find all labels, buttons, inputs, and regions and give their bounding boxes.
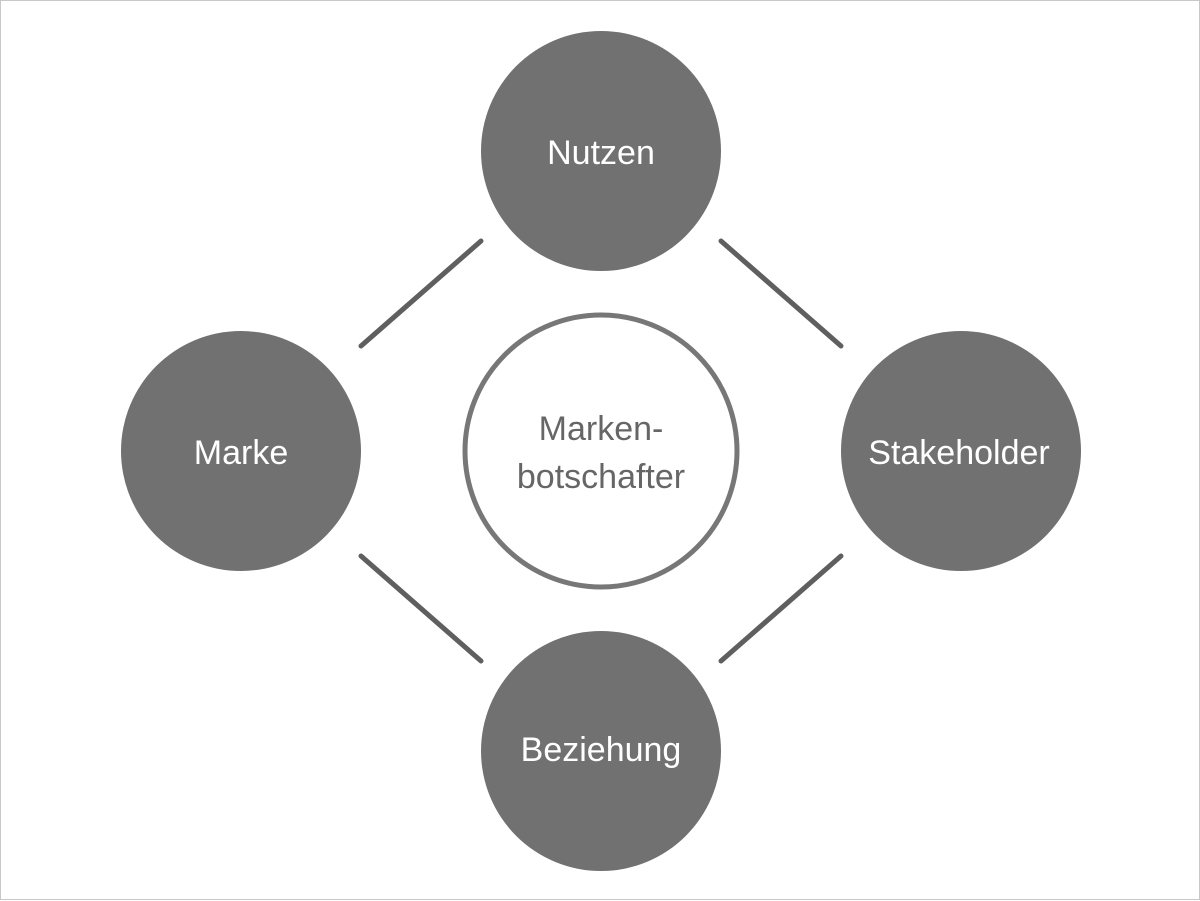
node-beziehung-circle	[481, 631, 721, 871]
node-stakeholder-label: Stakeholder	[868, 434, 1049, 472]
center-node-circle	[462, 312, 740, 590]
node-nutzen-circle	[481, 31, 721, 271]
node-beziehung-label: Beziehung	[521, 731, 682, 769]
center-node-line1: Marken-	[539, 410, 664, 448]
node-marke-label: Marke	[194, 434, 288, 472]
node-nutzen-label: Nutzen	[547, 134, 655, 172]
connector-bottom-left	[358, 553, 484, 664]
connector-bottom-right	[718, 553, 844, 664]
connector-top-left	[358, 238, 484, 349]
node-marke-circle	[121, 331, 361, 571]
center-node: Marken- botschafter	[462, 312, 740, 590]
node-stakeholder: Stakeholder	[841, 331, 1081, 571]
node-stakeholder-circle	[841, 331, 1081, 571]
node-beziehung: Beziehung	[481, 631, 721, 871]
node-nutzen: Nutzen	[481, 31, 721, 271]
node-marke: Marke	[121, 331, 361, 571]
connector-top-right	[718, 238, 844, 349]
center-node-line2: botschafter	[517, 458, 685, 496]
